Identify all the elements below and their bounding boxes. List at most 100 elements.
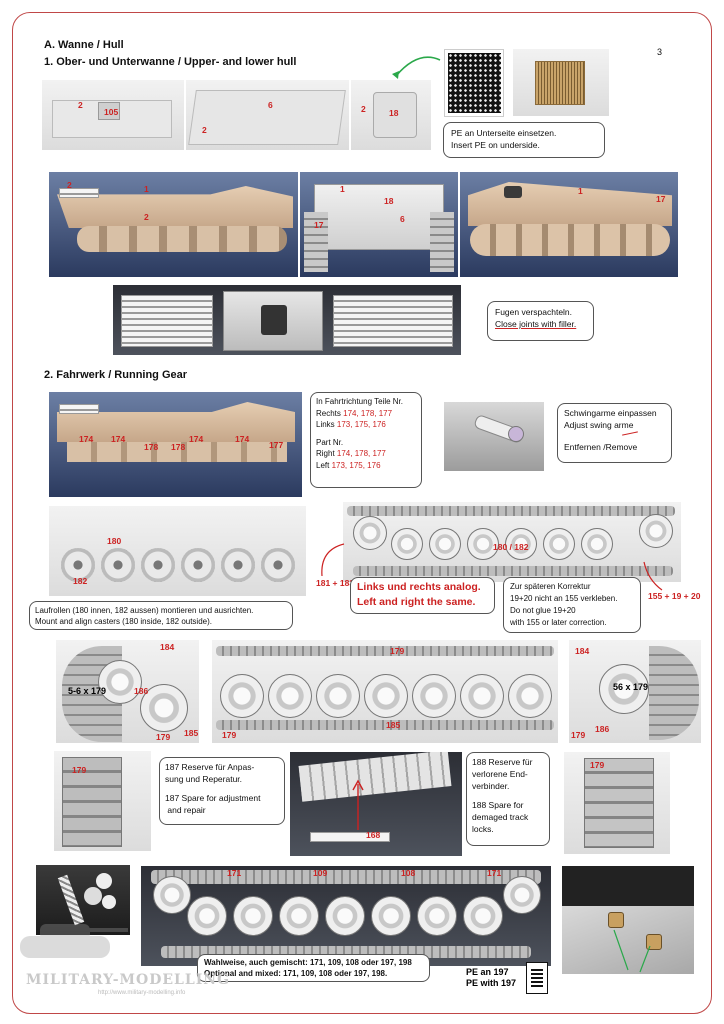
- photo-track-front: 5-6 x 179 186 185 179 184: [56, 640, 199, 743]
- note-line: PE with 197: [466, 978, 517, 988]
- callout: 171: [487, 868, 502, 878]
- note-line: verbinder.: [472, 781, 510, 791]
- callout: 56 x 179: [613, 682, 649, 692]
- section-a-subtitle: 1. Ober- und Unterwanne / Upper- and low…: [44, 56, 297, 68]
- watermark-url: http://www.military-modelling.info: [98, 990, 186, 996]
- note-line: 188 Reserve für: [472, 757, 533, 767]
- photo-track-rear: 184 56 x 179 186 179: [569, 640, 701, 743]
- arrow-icon: [321, 543, 345, 577]
- callout: 184: [160, 642, 175, 652]
- note-line: Laufrollen (180 innen, 182 aussen) monti…: [35, 606, 254, 615]
- note-line: Schwingarme einpassen: [564, 408, 657, 418]
- note-optional-mixed: Wahlweise, auch gemischt: 171, 109, 108 …: [197, 954, 430, 982]
- photo-idler-parts: [36, 865, 130, 935]
- note-line: Links und rechts analog.: [357, 581, 481, 593]
- note-text: Right: [316, 449, 337, 458]
- callout: 109: [313, 868, 328, 878]
- callout: 179: [72, 765, 87, 775]
- arrow-icon: [613, 929, 651, 973]
- note-line: Adjust swing arme: [564, 420, 634, 430]
- callout: 2: [361, 104, 366, 114]
- watermark-tank-logo: [10, 918, 130, 968]
- note-line: Left 173, 175, 176: [316, 460, 416, 472]
- callout: 17: [314, 220, 324, 230]
- note-line: Fugen verspachteln.: [495, 307, 573, 317]
- note-line: Optional and mixed: 171, 109, 108 oder 1…: [204, 969, 388, 978]
- callout: 179: [390, 646, 405, 656]
- callout: 178: [171, 442, 186, 452]
- note-spare-188: 188 Reserve für verlorene End- verbinder…: [466, 752, 550, 846]
- callout: 179: [156, 732, 171, 742]
- section-a-title: A. Wanne / Hull: [44, 39, 124, 51]
- callout: 180: [107, 536, 122, 546]
- part-numbers: 173, 175, 176: [336, 420, 386, 429]
- photo-upper-hull-part: 6 2: [186, 80, 349, 150]
- callout: 2: [202, 125, 207, 135]
- note-line: Close joints with filler.: [495, 319, 577, 329]
- callout: 185: [386, 720, 401, 730]
- photo-pe-197: [562, 866, 694, 974]
- callout: 168: [366, 830, 381, 840]
- callout: 18: [384, 196, 394, 206]
- photo-track-links-closeup: 179: [54, 751, 151, 851]
- page-number: 3: [657, 47, 663, 57]
- photo-rear-plate-part: 2 18: [351, 80, 431, 150]
- callout: 105: [104, 107, 119, 117]
- callout: 108: [401, 868, 416, 878]
- note-spare-187: 187 Reserve für Anpas- sung und Reperatu…: [159, 757, 285, 825]
- note-line: 188 Spare for: [472, 800, 524, 810]
- callout: 1: [144, 184, 149, 194]
- note-line: Rechts 174, 178, 177: [316, 408, 416, 420]
- note-direction-parts: In Fahrtrichtung Teile Nr. Rechts 174, 1…: [310, 392, 422, 488]
- photo-road-wheels: 180 182: [49, 506, 306, 596]
- part-numbers: 174, 178, 177: [343, 408, 393, 418]
- note-line: verlorene End-: [472, 769, 528, 779]
- callout: 6: [268, 100, 273, 110]
- photo-pe-installed: [513, 49, 609, 116]
- part-numbers: 174, 178, 177: [336, 449, 386, 458]
- callout: 185: [184, 728, 199, 738]
- callout: 177: [269, 440, 284, 450]
- photo-hull-swing-arms: 174 174 178 178 174 174 177: [49, 392, 302, 497]
- note-line: Do not glue 19+20: [510, 606, 576, 615]
- callout: 17: [656, 194, 666, 204]
- photo-lower-hull-part: 2 105: [42, 80, 184, 150]
- callout: 1: [340, 184, 345, 194]
- note-line: Left and right the same.: [357, 596, 476, 608]
- note-line: In Fahrtrichtung Teile Nr.: [316, 397, 404, 406]
- callout: 181 + 183: [316, 578, 355, 588]
- note-line: 187 Spare for adjustment: [165, 793, 261, 803]
- note-pe-197: PE an 197 PE with 197: [466, 967, 516, 989]
- note-line: Wahlweise, auch gemischt: 171, 109, 108 …: [204, 958, 412, 967]
- note-line: PE an Unterseite einsetzen.: [451, 128, 557, 138]
- callout: 2: [78, 100, 83, 110]
- callout: 171: [227, 868, 242, 878]
- arrow-icon: [392, 56, 441, 79]
- photo-pe-mesh: [444, 49, 504, 117]
- note-line: Part Nr.: [316, 437, 344, 447]
- callout: 1: [578, 186, 583, 196]
- photo-track-final: 171 109 108 171: [141, 866, 551, 966]
- note-road-wheels: Laufrollen (180 innen, 182 aussen) monti…: [29, 601, 293, 630]
- watermark-brand: MILITARY-MODELLING: [26, 972, 231, 988]
- note-pe-underside: PE an Unterseite einsetzen. Insert PE on…: [443, 122, 605, 158]
- callout: 182: [73, 576, 88, 586]
- callout: 184: [575, 646, 590, 656]
- callout: 6: [400, 214, 405, 224]
- note-line: Entfernen /Remove: [564, 442, 638, 452]
- note-line: demaged track: [472, 812, 529, 822]
- callout: 174: [111, 434, 126, 444]
- note-text: Rechts: [316, 408, 344, 418]
- callout: 186: [595, 724, 610, 734]
- note-swing-arms: Schwingarme einpassen Adjust swing arme …: [557, 403, 672, 463]
- callout: 178: [144, 442, 159, 452]
- callout: 179: [222, 730, 237, 740]
- callout: 2: [144, 212, 149, 222]
- callout: 174: [79, 434, 94, 444]
- note-left-right-same: Links und rechts analog. Left and right …: [350, 577, 495, 614]
- callout: 155 + 19 + 20: [648, 591, 701, 601]
- note-line: locks.: [472, 824, 494, 834]
- note-correction: Zur späteren Korrektur 19+20 nicht an 15…: [503, 577, 641, 633]
- pe-part-icon: [526, 962, 548, 994]
- callout: 174: [235, 434, 250, 444]
